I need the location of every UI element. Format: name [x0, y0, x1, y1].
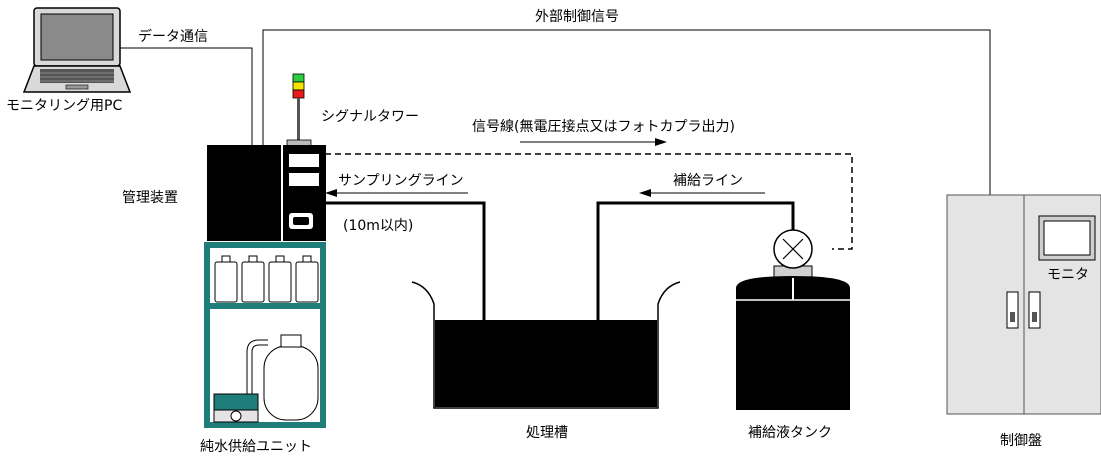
external-signal-line [262, 29, 991, 195]
supply-line-label: 補給ライン [673, 173, 743, 189]
signal-tower-icon [286, 73, 312, 148]
supply-line [596, 201, 795, 320]
laptop-icon [22, 7, 132, 93]
data-comm-line [118, 47, 253, 148]
treatment-tank [411, 281, 681, 409]
supply-tank [736, 276, 850, 410]
external-signal-label: 外部制御信号 [535, 9, 619, 25]
treatment-tank-label: 処理槽 [526, 425, 568, 441]
signal-line-label: 信号線(無電圧接点又はフォトカプラ出力) [472, 118, 735, 135]
control-panel [946, 194, 1101, 415]
sampling-line-label: サンプリングライン [338, 173, 464, 189]
monitoring-pc-label: モニタリング用PC [6, 98, 122, 114]
signal-direction-arrow [520, 138, 667, 146]
management-device-label: 管理装置 [122, 190, 178, 206]
data-comm-label: データ通信 [138, 28, 208, 45]
signal-tower-label: シグナルタワー [321, 109, 419, 125]
sampling-direction-arrow [325, 189, 468, 197]
management-device [207, 145, 326, 241]
pure-water-unit-label: 純水供給ユニット [200, 439, 312, 455]
supply-direction-arrow [639, 189, 765, 197]
pump-icon [773, 229, 813, 279]
within-10m-label: (10m以内) [343, 218, 413, 234]
monitor-label: モニタ [1047, 267, 1089, 283]
pure-water-unit [204, 242, 326, 428]
supply-tank-label: 補給液タンク [748, 425, 832, 441]
signal-line-dashed [325, 153, 853, 250]
control-panel-label: 制御盤 [1000, 433, 1042, 449]
sampling-line [325, 201, 486, 320]
